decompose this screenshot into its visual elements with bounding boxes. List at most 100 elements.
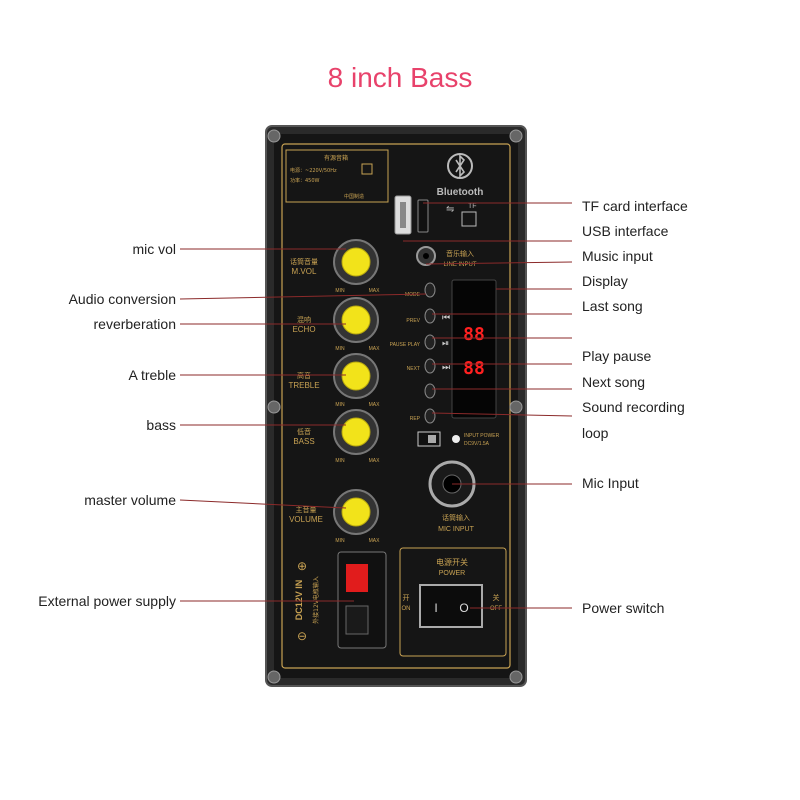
line-input-jack-hole xyxy=(423,253,429,259)
leader-audio-conversion xyxy=(179,293,427,300)
power-area-border xyxy=(399,547,507,657)
label-bass: bass xyxy=(146,417,176,433)
mvol-cn-label: 话筒音量 xyxy=(290,257,318,266)
label-next-song: Next song xyxy=(582,374,646,390)
display-digits-bottom: 88 xyxy=(463,358,485,379)
tf-label: TF xyxy=(468,203,477,210)
minus-icon: ⊖ xyxy=(297,629,307,643)
dc12v-red-clip xyxy=(346,564,368,592)
bluetooth-icon xyxy=(447,153,473,179)
input-power-label: INPUT POWER xyxy=(464,433,500,439)
label-mic-input: Mic Input xyxy=(582,475,639,491)
prev-icon: ⏮ xyxy=(442,312,450,322)
display-digits-top: 88 xyxy=(463,324,485,345)
label-tf-card-interface: TF card interface xyxy=(582,198,688,214)
treble-knob: MIN MAX xyxy=(333,353,381,408)
off-cn-label: 关 xyxy=(493,593,500,602)
leader-music-input xyxy=(425,261,573,265)
knob-max-label: MAX xyxy=(369,288,381,294)
pause-play-label: PAUSE PLAY xyxy=(390,342,421,348)
bluetooth-label: Bluetooth xyxy=(437,187,484,198)
off-label: OFF xyxy=(490,606,502,612)
volume-cn-label: 主音量 xyxy=(296,505,317,514)
leader-loop xyxy=(431,412,573,417)
label-last-song: Last song xyxy=(582,298,643,314)
next-icon: ⏭ xyxy=(442,362,450,372)
switch-on-mark: I xyxy=(434,601,437,615)
label-power-switch: Power switch xyxy=(582,600,665,616)
volume-panel-label: VOLUME xyxy=(289,515,323,524)
tf-slot-icon xyxy=(417,199,429,233)
echo-knob: MIN MAX xyxy=(333,297,381,352)
label-sound-recording: Sound recording xyxy=(582,399,685,415)
rating-plate xyxy=(285,149,389,203)
power-panel-label: POWER xyxy=(439,570,465,577)
plate-square-icon xyxy=(361,163,373,175)
dc-rating-label: DC9V/1.5A xyxy=(464,441,490,447)
bass-knob: MIN MAX xyxy=(333,409,381,464)
label-display: Display xyxy=(582,273,628,289)
knob-max-label: MAX xyxy=(369,458,381,464)
led-display xyxy=(451,279,497,419)
label-loop: loop xyxy=(582,425,609,441)
label-a-treble: A treble xyxy=(128,367,176,383)
label-external-power-supply: External power supply xyxy=(38,593,176,609)
mvol-label: M.VOL xyxy=(292,267,317,276)
dc12v-label: DC12V IN xyxy=(294,580,304,621)
knob-min-label: MIN xyxy=(335,402,345,408)
prev-label: PREV xyxy=(406,318,420,324)
mic-vol-knob: MIN MAX xyxy=(333,239,381,294)
on-cn-label: 开 xyxy=(403,594,410,602)
ext12v-cn-label: 外接12V电瓶输入 xyxy=(312,576,320,624)
usb-port-slot xyxy=(400,202,406,228)
label-music-input: Music input xyxy=(582,248,653,264)
bluetooth-rune-icon xyxy=(455,154,466,178)
power-led-icon xyxy=(452,435,460,443)
label-usb-interface: USB interface xyxy=(582,223,669,239)
mic-input-cn-label: 话筒输入 xyxy=(442,513,470,522)
label-master-volume: master volume xyxy=(84,492,176,508)
tf-card-icon xyxy=(461,211,477,227)
plate-title: 有源音箱 xyxy=(324,154,348,162)
plus-icon: ⊕ xyxy=(297,559,307,573)
echo-label: ECHO xyxy=(292,325,315,334)
bass-panel-label: BASS xyxy=(293,437,314,446)
mode-label: MODE xyxy=(405,292,421,298)
plate-made: 中国制造 xyxy=(344,193,364,200)
knob-min-label: MIN xyxy=(335,346,345,352)
next-label: NEXT xyxy=(407,366,420,372)
master-volume-knob: MIN MAX xyxy=(333,489,381,544)
label-mic-vol: mic vol xyxy=(132,241,176,257)
knob-min-label: MIN xyxy=(335,538,345,544)
play-pause-icon: ⏯ xyxy=(442,338,449,348)
screw-icons xyxy=(267,129,523,684)
knob-max-label: MAX xyxy=(369,402,381,408)
treble-label: TREBLE xyxy=(288,381,319,390)
bass-cn-label: 低音 xyxy=(297,427,311,436)
knob-min-label: MIN xyxy=(335,458,345,464)
dc12v-black-clip xyxy=(345,605,369,635)
switch-off-mark: O xyxy=(459,601,468,615)
on-label: ON xyxy=(402,606,411,612)
loop-toggle-knob xyxy=(428,435,436,443)
echo-cn-label: 混响 xyxy=(297,315,311,324)
line-input-label: LINE INPUT xyxy=(443,262,476,268)
rep-label: REP xyxy=(410,416,421,422)
knob-max-label: MAX xyxy=(369,346,381,352)
power-switch-icon xyxy=(419,584,483,628)
plate-line2: 功率：450W xyxy=(290,177,320,184)
mic-input-panel-label: MIC INPUT xyxy=(438,526,475,533)
knob-min-label: MIN xyxy=(335,288,345,294)
power-cn-label: 电源开关 xyxy=(436,557,468,567)
usb-symbol-icon: ⇋ xyxy=(446,204,454,215)
label-audio-conversion: Audio conversion xyxy=(68,291,176,307)
plate-line1: 电源：~220V/50Hz xyxy=(290,167,337,174)
knobs: MIN MAX MIN MAX MIN MAX MIN MAX MIN MAX xyxy=(333,239,381,544)
diagram-title: 8 inch Bass xyxy=(327,62,473,93)
music-in-cn-label: 音乐输入 xyxy=(446,249,474,258)
leader-lines xyxy=(179,202,573,609)
label-reverberation: reverberation xyxy=(93,316,177,332)
leader-master-volume xyxy=(179,499,347,509)
knob-max-label: MAX xyxy=(369,538,381,544)
